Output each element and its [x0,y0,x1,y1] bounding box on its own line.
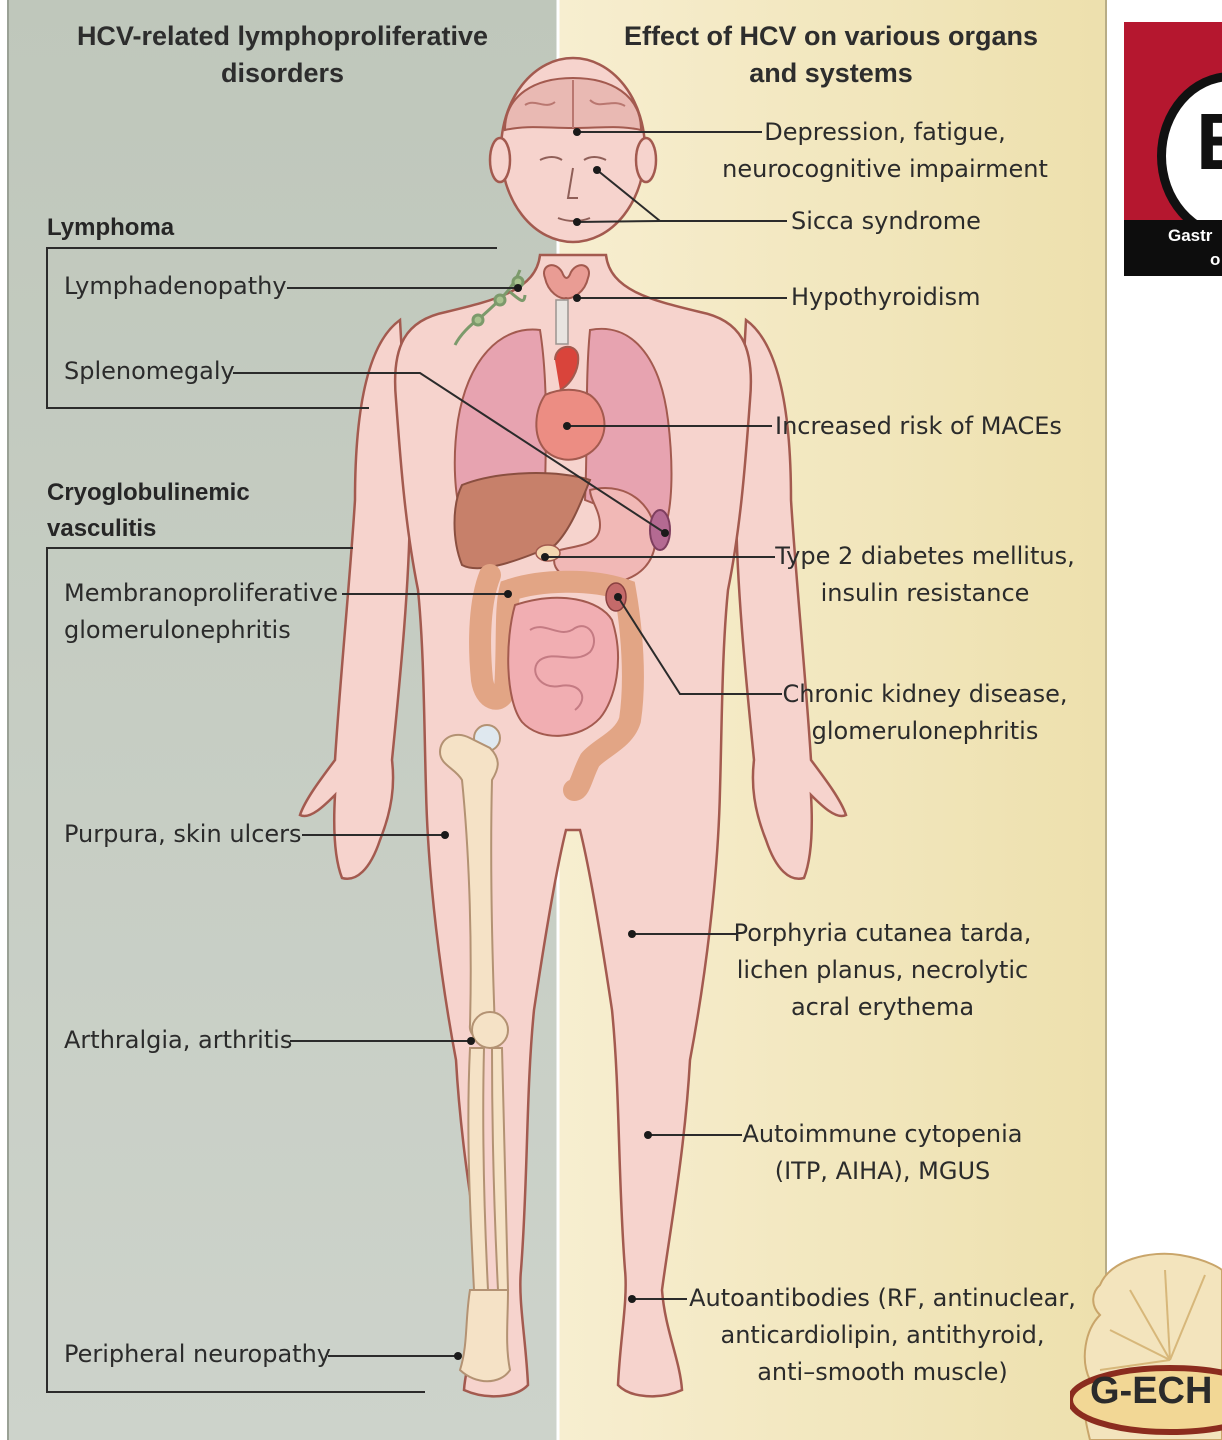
label-porphyria-line-3: acral erythema [725,989,1040,1026]
logo-band-line-2: o [1210,250,1220,270]
right-title-line-1: Effect of HCV on various organs [570,18,1092,55]
label-purpura: Purpura, skin ulcers [64,816,302,853]
label-mpgn-line-1: Membranoproliferative [64,575,338,612]
label-splenomegaly: Splenomegaly [64,353,235,390]
small-intestine [508,598,618,736]
label-lymphadenopathy: Lymphadenopathy [64,268,287,305]
g-echo-text: G-ECH [1090,1370,1212,1413]
section-cryoglobulinemic-vasculitis: Cryoglobulinemic vasculitis [47,475,250,547]
logo-red-block: E [1124,22,1222,220]
logo-band: Gastr o [1124,220,1222,276]
label-hypothyroidism: Hypothyroidism [791,279,980,316]
label-cytopenia: Autoimmune cytopenia (ITP, AIHA), MGUS [730,1116,1035,1190]
logo-letter: E [1196,102,1222,182]
label-peripheral-neuropathy: Peripheral neuropathy [64,1336,331,1373]
g-echo-logo: G-ECH [1070,1230,1222,1440]
label-autoantibodies: Autoantibodies (RF, antinuclear, anticar… [680,1280,1085,1391]
section-lymphoma: Lymphoma [47,210,174,246]
label-diabetes-line-2: insulin resistance [765,575,1085,612]
label-cytopenia-line-2: (ITP, AIHA), MGUS [730,1153,1035,1190]
section-cryo-line-1: Cryoglobulinemic [47,475,250,511]
left-panel-title: HCV-related lymphoproliferative disorder… [20,18,545,92]
label-autoantibodies-line-1: Autoantibodies (RF, antinuclear, [680,1280,1085,1317]
right-title-line-2: and systems [570,55,1092,92]
label-membranoproliferative-glomerulonephritis: Membranoproliferative glomerulonephritis [64,575,338,649]
label-sicca-syndrome: Sicca syndrome [791,203,981,240]
label-porphyria: Porphyria cutanea tarda, lichen planus, … [725,915,1040,1026]
label-ckd-line-2: glomerulonephritis [770,713,1080,750]
label-diabetes-line-1: Type 2 diabetes mellitus, [765,538,1085,575]
left-title-line-2: disorders [20,55,545,92]
label-ckd: Chronic kidney disease, glomerulonephrit… [770,676,1080,750]
trachea [556,300,568,344]
label-porphyria-line-2: lichen planus, necrolytic [725,952,1040,989]
label-porphyria-line-1: Porphyria cutanea tarda, [725,915,1040,952]
label-diabetes: Type 2 diabetes mellitus, insulin resist… [765,538,1085,612]
label-autoantibodies-line-3: anti–smooth muscle) [680,1354,1085,1391]
right-panel-title: Effect of HCV on various organs and syst… [570,18,1092,92]
society-logo: E Gastr o [1124,22,1222,276]
logo-band-line-1: Gastr [1168,226,1212,246]
label-maces: Increased risk of MACEs [775,408,1062,445]
label-autoantibodies-line-2: anticardiolipin, antithyroid, [680,1317,1085,1354]
label-cytopenia-line-1: Autoimmune cytopenia [730,1116,1035,1153]
label-depression-line-2: neurocognitive impairment [700,151,1070,188]
label-ckd-line-1: Chronic kidney disease, [770,676,1080,713]
label-depression-line-1: Depression, fatigue, [700,114,1070,151]
left-title-line-1: HCV-related lymphoproliferative [20,18,545,55]
section-cryo-line-2: vasculitis [47,511,250,547]
label-depression: Depression, fatigue, neurocognitive impa… [700,114,1070,188]
label-arthralgia: Arthralgia, arthritis [64,1022,292,1059]
label-mpgn-line-2: glomerulonephritis [64,612,338,649]
